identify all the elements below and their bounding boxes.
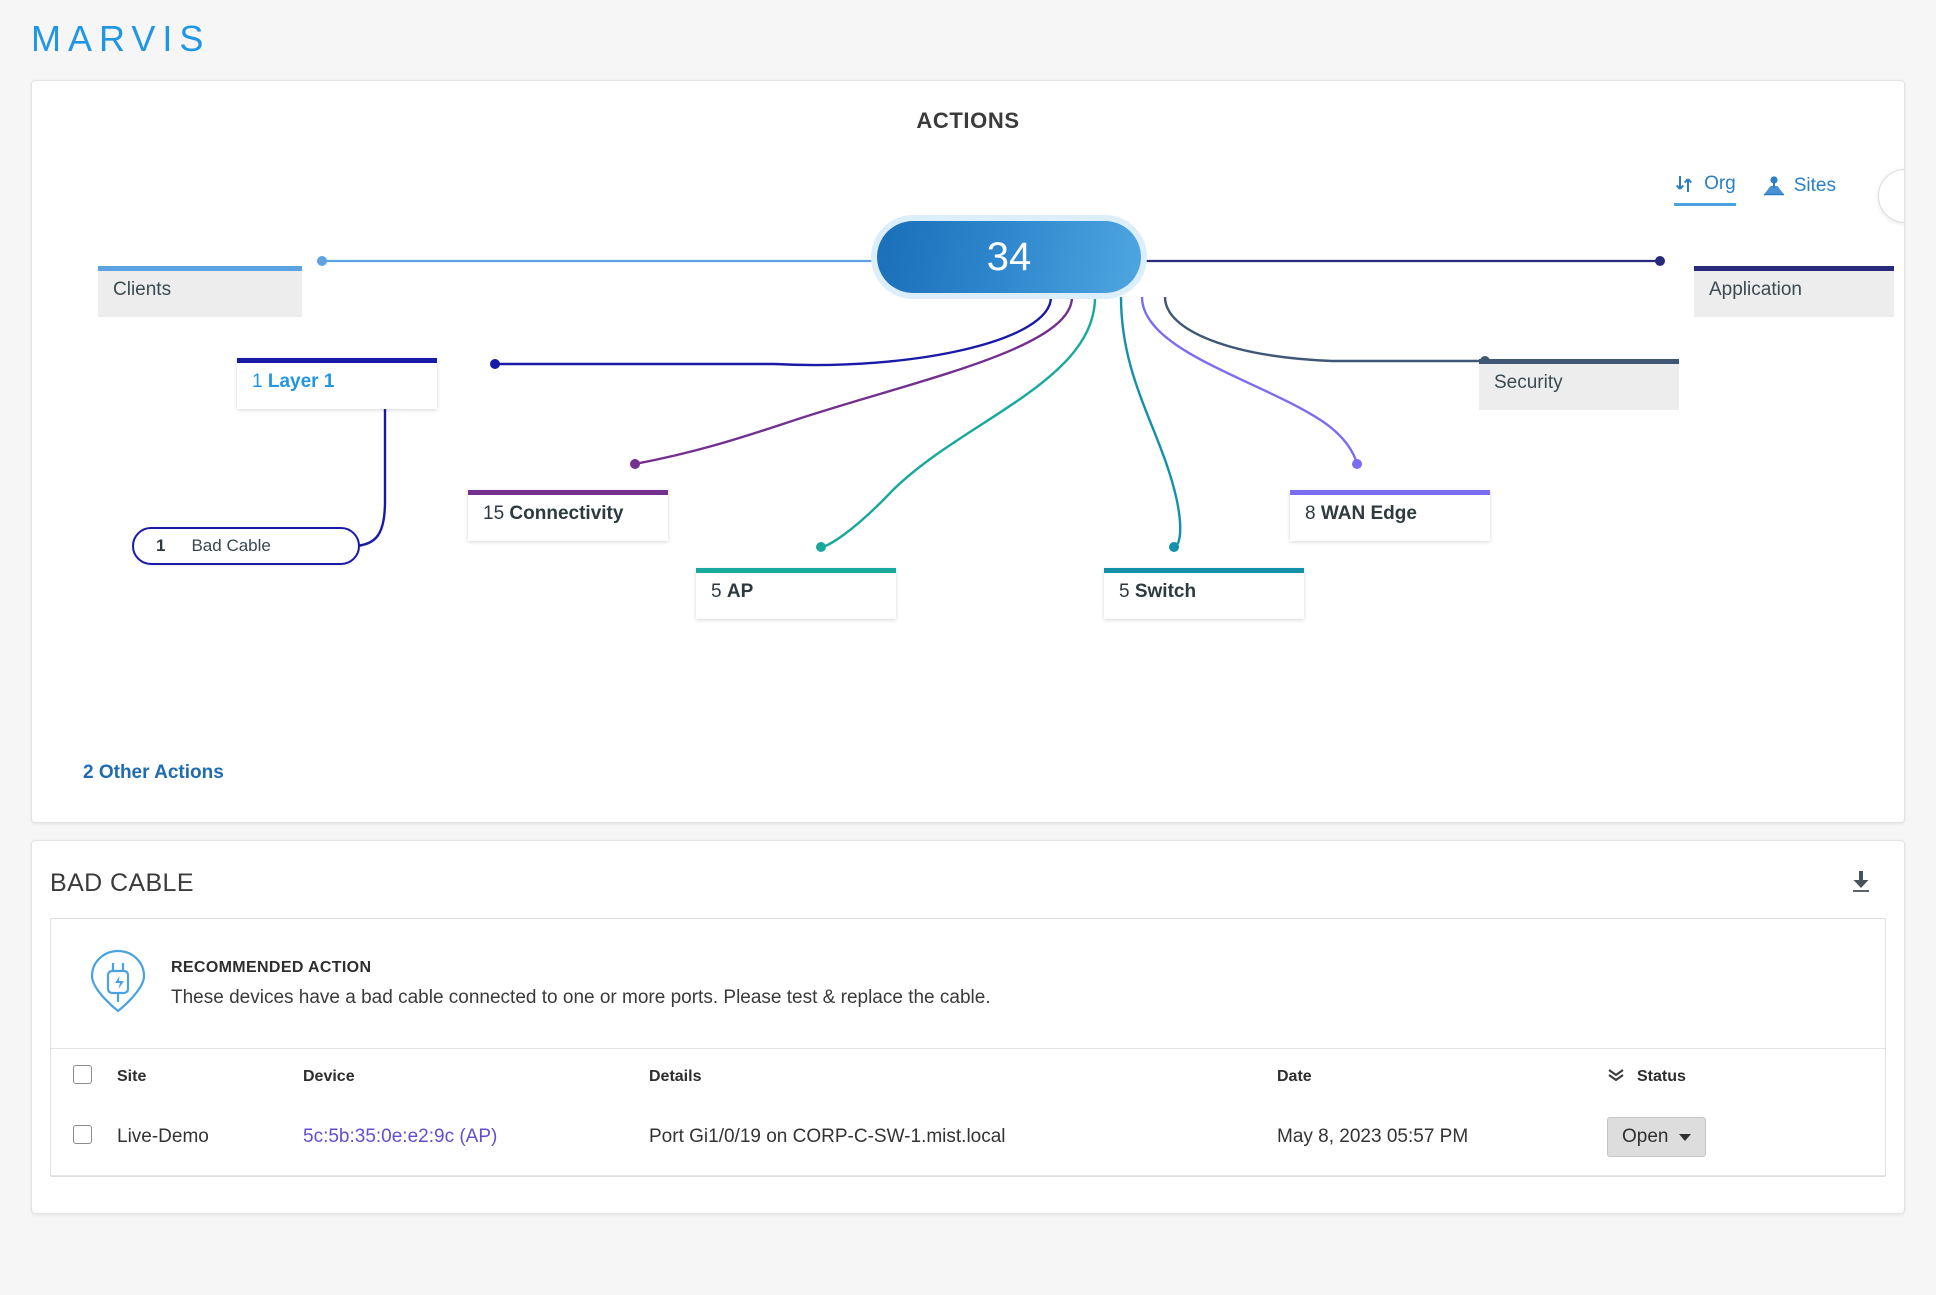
sites-map-pin-icon (1762, 175, 1786, 197)
table-row[interactable]: Live-Demo 5c:5b:35:0e:e2:9c (AP) Port Gi… (51, 1103, 1885, 1176)
detail-title: BAD CABLE (50, 869, 194, 897)
column-header-date[interactable]: Date (1277, 1068, 1312, 1085)
tab-sites[interactable]: Sites (1762, 175, 1836, 205)
cell-status: Open (1607, 1103, 1885, 1176)
detail-panel: RECOMMENDED ACTION These devices have a … (50, 918, 1886, 1177)
download-icon[interactable] (1848, 869, 1874, 900)
column-header-details[interactable]: Details (649, 1068, 702, 1085)
column-header-site[interactable]: Site (117, 1068, 147, 1085)
sort-arrows-icon (1674, 173, 1696, 195)
actions-topology-card: ACTIONS Org (31, 80, 1905, 823)
column-header-status-cell: Status (1607, 1049, 1885, 1103)
category-application-bar (1694, 266, 1894, 271)
bad-cable-detail-card: BAD CABLE (31, 840, 1905, 1214)
category-clients: Clients (98, 266, 302, 317)
category-switch-bar (1104, 568, 1304, 573)
category-clients-bar (98, 266, 302, 271)
category-wan-edge[interactable]: 8 WAN Edge (1290, 490, 1490, 541)
category-wan-edge-label: WAN Edge (1320, 503, 1417, 524)
recommended-action-body: These devices have a bad cable connected… (171, 986, 991, 1008)
cell-date: May 8, 2023 05:57 PM (1277, 1103, 1607, 1176)
actions-hub-node[interactable]: 34 (877, 221, 1141, 293)
plug-pin-icon (87, 947, 149, 1020)
category-security-bar (1479, 359, 1679, 364)
device-link[interactable]: 5c:5b:35:0e:e2:9c (AP) (303, 1126, 498, 1147)
recommended-action-text: RECOMMENDED ACTION These devices have a … (171, 959, 991, 1009)
category-security: Security (1479, 359, 1679, 410)
category-ap-bar (696, 568, 896, 573)
leaf-bad-cable-label: Bad Cable (191, 536, 271, 555)
leaf-bad-cable[interactable]: 1 Bad Cable (132, 527, 360, 565)
category-ap-count: 5 (711, 581, 727, 602)
category-wan-edge-bar (1290, 490, 1490, 495)
category-connectivity-bar (468, 490, 668, 495)
column-header-device[interactable]: Device (303, 1068, 355, 1085)
row-checkbox[interactable] (73, 1124, 92, 1144)
select-all-checkbox[interactable] (73, 1065, 92, 1084)
recommended-action-heading: RECOMMENDED ACTION (171, 958, 372, 976)
page-title: ACTIONS (916, 108, 1020, 133)
category-switch-label: Switch (1134, 581, 1197, 602)
category-ap[interactable]: 5 AP (696, 568, 896, 619)
column-header-status[interactable]: Status (1637, 1068, 1686, 1085)
select-all-cell (51, 1049, 117, 1103)
cell-site: Live-Demo (117, 1103, 303, 1176)
other-actions-link[interactable]: 2 Other Actions (83, 762, 224, 783)
category-layer1-count: 1 (252, 371, 268, 392)
detail-header: BAD CABLE (32, 841, 1904, 900)
category-application-label: Application (1709, 279, 1802, 300)
category-application: Application (1694, 266, 1894, 317)
more-options-icon[interactable]: ⋮ (1878, 169, 1904, 223)
scope-tabs: Org Sites (1674, 173, 1836, 206)
category-layer1-bar (237, 358, 437, 363)
tab-org[interactable]: Org (1674, 173, 1736, 206)
category-connectivity-count: 15 (483, 503, 510, 524)
recommended-action-row: RECOMMENDED ACTION These devices have a … (51, 919, 1885, 1049)
category-security-label: Security (1494, 372, 1563, 393)
row-select-cell (51, 1103, 117, 1176)
category-wan-edge-count: 8 (1305, 503, 1321, 524)
category-switch[interactable]: 5 Switch (1104, 568, 1304, 619)
tab-org-label: Org (1704, 173, 1736, 194)
category-switch-count: 5 (1119, 581, 1135, 602)
category-layer1[interactable]: 1 Layer 1 (237, 358, 437, 409)
category-connectivity[interactable]: 15 Connectivity (468, 490, 668, 541)
chevron-down-icon (1679, 1133, 1692, 1141)
status-value: Open (1622, 1126, 1669, 1147)
tab-sites-label: Sites (1793, 174, 1836, 196)
cell-details: Port Gi1/0/19 on CORP-C-SW-1.mist.local (649, 1103, 1277, 1176)
double-chevron-down-icon[interactable] (1607, 1068, 1625, 1087)
table-header-row: Site Device Details Date (51, 1049, 1885, 1103)
marvis-logo: MARVIS (31, 18, 211, 59)
topology-edges (317, 256, 1665, 552)
cell-device: 5c:5b:35:0e:e2:9c (AP) (303, 1103, 649, 1176)
bad-cable-table: Site Device Details Date (51, 1049, 1885, 1176)
category-layer1-label: Layer 1 (267, 371, 335, 392)
category-connectivity-label: Connectivity (509, 503, 624, 524)
status-dropdown[interactable]: Open (1607, 1117, 1707, 1157)
leaf-bad-cable-count: 1 (156, 536, 166, 555)
actions-hub-count: 34 (986, 234, 1032, 279)
category-ap-label: AP (726, 581, 754, 602)
category-clients-label: Clients (113, 279, 172, 300)
